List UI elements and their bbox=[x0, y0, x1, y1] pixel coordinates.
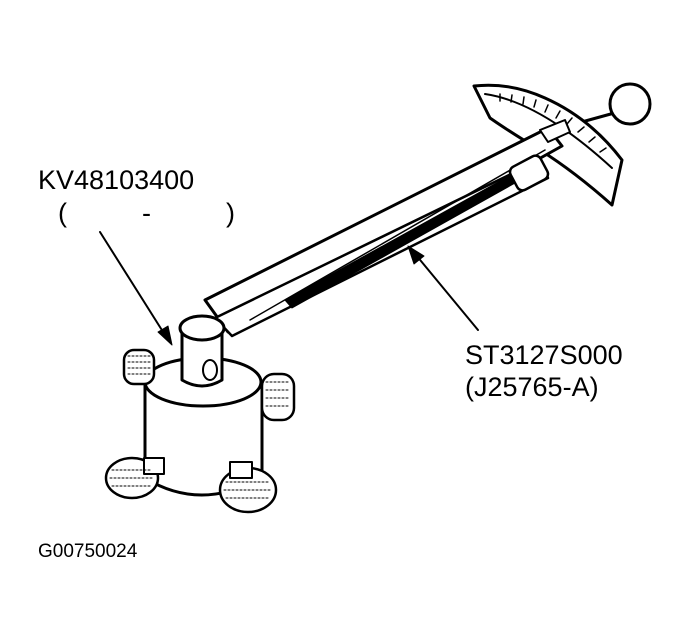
knob-icon bbox=[122, 348, 156, 386]
wrench-part-number: ST3127S000 bbox=[465, 340, 623, 370]
adapter-part-number: KV48103400 bbox=[38, 165, 194, 195]
knob-icon bbox=[104, 456, 165, 500]
torque-wrench-icon bbox=[203, 82, 652, 338]
preload-adapter-icon bbox=[104, 314, 296, 514]
knob-icon bbox=[218, 461, 278, 514]
knob-icon bbox=[260, 372, 296, 422]
adapter-part-alt: ( - ) bbox=[58, 198, 235, 228]
leader-arrow-wrench bbox=[407, 245, 479, 331]
leader-arrow-adapter bbox=[99, 231, 173, 346]
wrench-part-alt: (J25765-A) bbox=[465, 372, 599, 402]
figure-code: G00750024 bbox=[38, 541, 138, 562]
